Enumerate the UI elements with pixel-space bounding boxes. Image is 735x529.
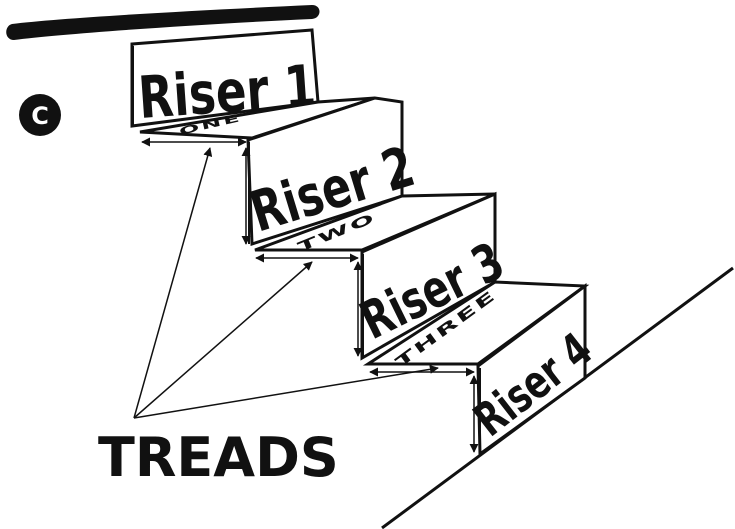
copyright-icon: C <box>19 94 61 136</box>
leader-line-3 <box>134 368 438 418</box>
treads-callout-label: TREADS <box>98 426 339 489</box>
leader-line-1 <box>134 148 210 418</box>
copyright-letter: C <box>31 102 49 130</box>
leader-line-2 <box>134 262 312 418</box>
